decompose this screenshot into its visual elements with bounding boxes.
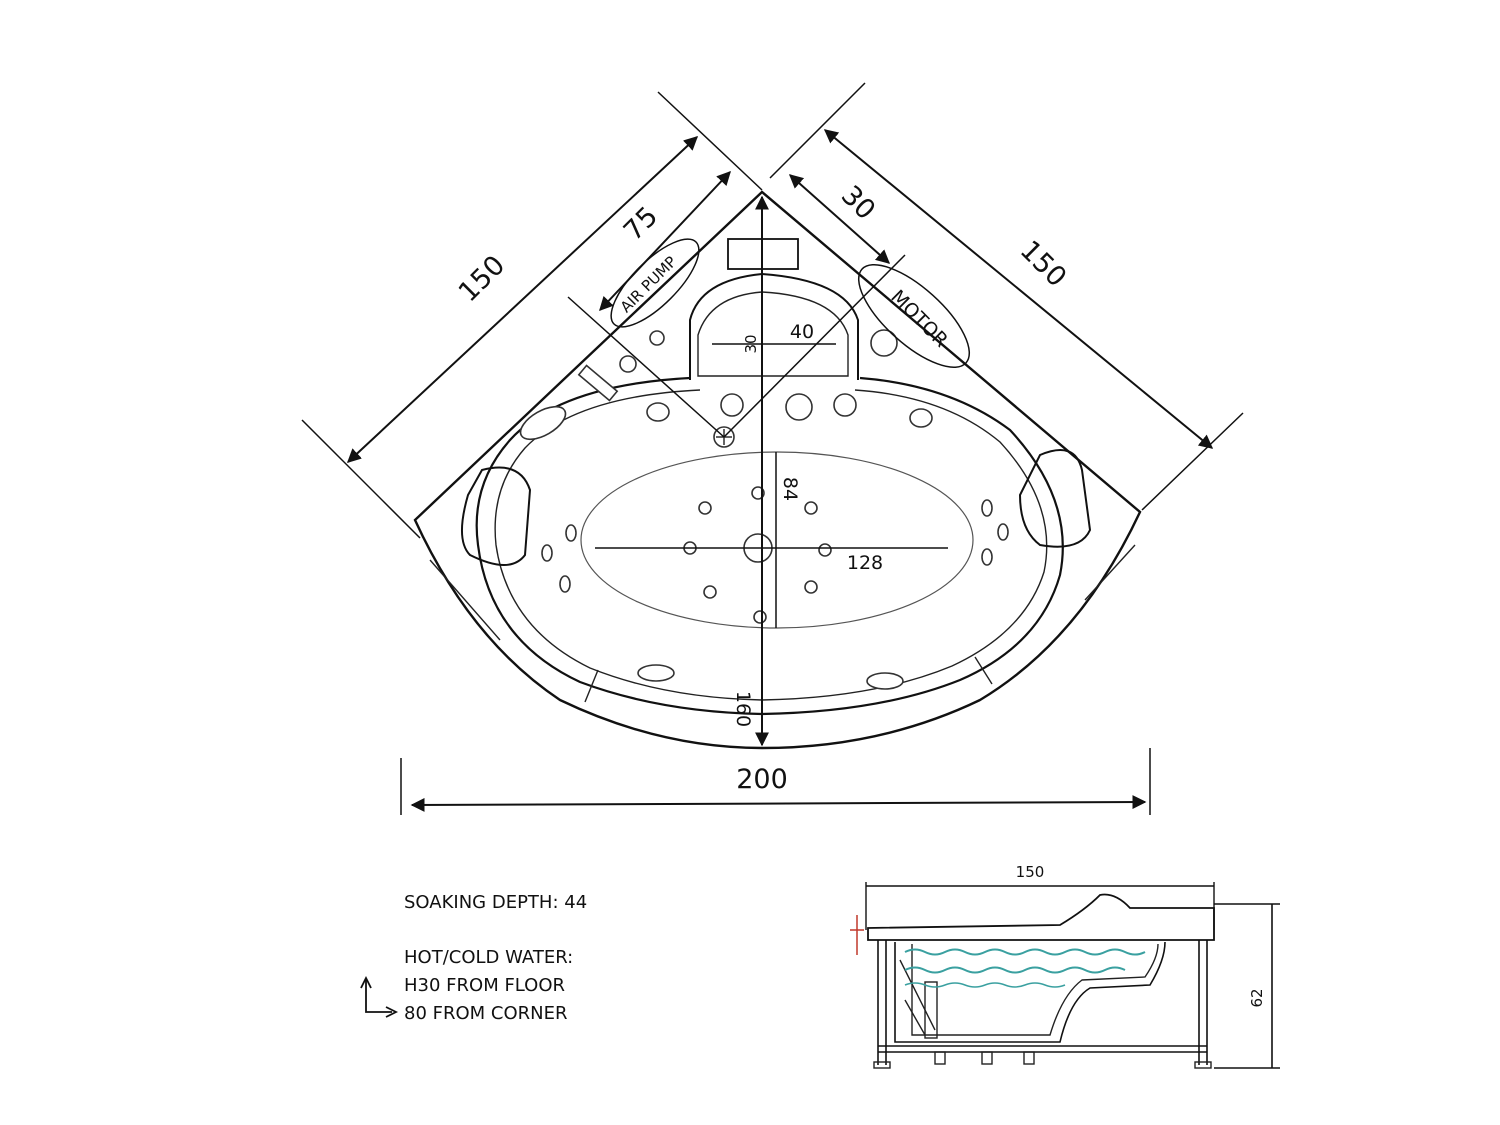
notes: SOAKING DEPTH: 44 HOT/COLD WATER: H30 FR… [360, 892, 587, 1024]
deck-jet [833, 393, 857, 417]
foot [981, 1051, 993, 1065]
dim-right-side: 150 [1014, 235, 1072, 293]
side-jet [565, 524, 577, 542]
side-dim-length: 150 [1016, 863, 1045, 881]
dim-width: 200 [736, 764, 788, 795]
side-jet [997, 523, 1009, 541]
side-jet [981, 548, 993, 566]
foot [934, 1051, 946, 1065]
deck-jet [909, 408, 933, 428]
body-jet [804, 580, 818, 594]
ext-line [1141, 412, 1244, 511]
side-deck [867, 893, 1215, 941]
deck-jet [720, 393, 744, 417]
ext-line [301, 419, 421, 539]
body-jet [818, 543, 832, 557]
dim-niche-width: 40 [790, 321, 814, 343]
body-jet [804, 501, 818, 515]
left-inner-arrow [599, 170, 731, 312]
basin-floor [580, 451, 974, 629]
foot-jet [637, 664, 675, 682]
rim-bevel-right [1084, 544, 1136, 601]
side-view: 150 62 [850, 863, 1280, 1069]
right-side-arrow [823, 129, 1214, 449]
rim-seam-right [974, 656, 993, 685]
dim-basin-width: 84 [779, 477, 801, 501]
dim-left-side: 150 [453, 250, 511, 308]
water-corner-note: 80 FROM CORNER [404, 1003, 568, 1024]
deck-jet [649, 330, 665, 346]
rim-seam-left [584, 669, 599, 703]
dim-left-inner: 75 [618, 201, 664, 247]
water-line [904, 948, 1146, 956]
body-jet [703, 585, 717, 599]
corner-arrow-icon [365, 980, 392, 1013]
foot [1194, 1061, 1212, 1069]
headrest-right [1018, 449, 1092, 548]
side-dim-height: 62 [1248, 988, 1266, 1007]
top-view: 150 75 150 30 200 160 128 84 40 30 AIR P… [301, 82, 1244, 815]
dim-depth: 160 [732, 691, 754, 727]
side-shell [894, 941, 1166, 1043]
rim-bevel-left [429, 559, 501, 641]
air-pump-callout [610, 238, 700, 328]
body-jet [698, 501, 712, 515]
valve-knob [619, 355, 637, 373]
side-jet [981, 499, 993, 517]
ext-line [769, 82, 866, 179]
right-inner-arrow [788, 174, 891, 264]
grab-handle [519, 405, 567, 441]
deck-jet [785, 393, 813, 421]
water-height-note: H30 FROM FLOOR [404, 975, 565, 996]
dim-basin-length: 128 [847, 552, 883, 574]
width-arrow [410, 795, 1147, 812]
foot-jet [866, 672, 904, 690]
dim-niche-depth: 30 [742, 334, 760, 353]
foot [873, 1061, 891, 1069]
side-jet [559, 575, 571, 593]
headrest-left [460, 466, 532, 566]
tub-outline [413, 190, 1142, 750]
deck-jet [646, 402, 670, 422]
body-jet [753, 610, 767, 624]
air-pump-label: AIR PUMP [617, 253, 681, 317]
water-title-note: HOT/COLD WATER: [404, 947, 573, 968]
soaking-depth-note: SOAKING DEPTH: 44 [404, 892, 587, 913]
ext-line [657, 91, 763, 191]
foot [1023, 1051, 1035, 1065]
motor-callout [857, 263, 971, 369]
side-jet [541, 544, 553, 562]
dim-right-inner: 30 [835, 180, 881, 226]
